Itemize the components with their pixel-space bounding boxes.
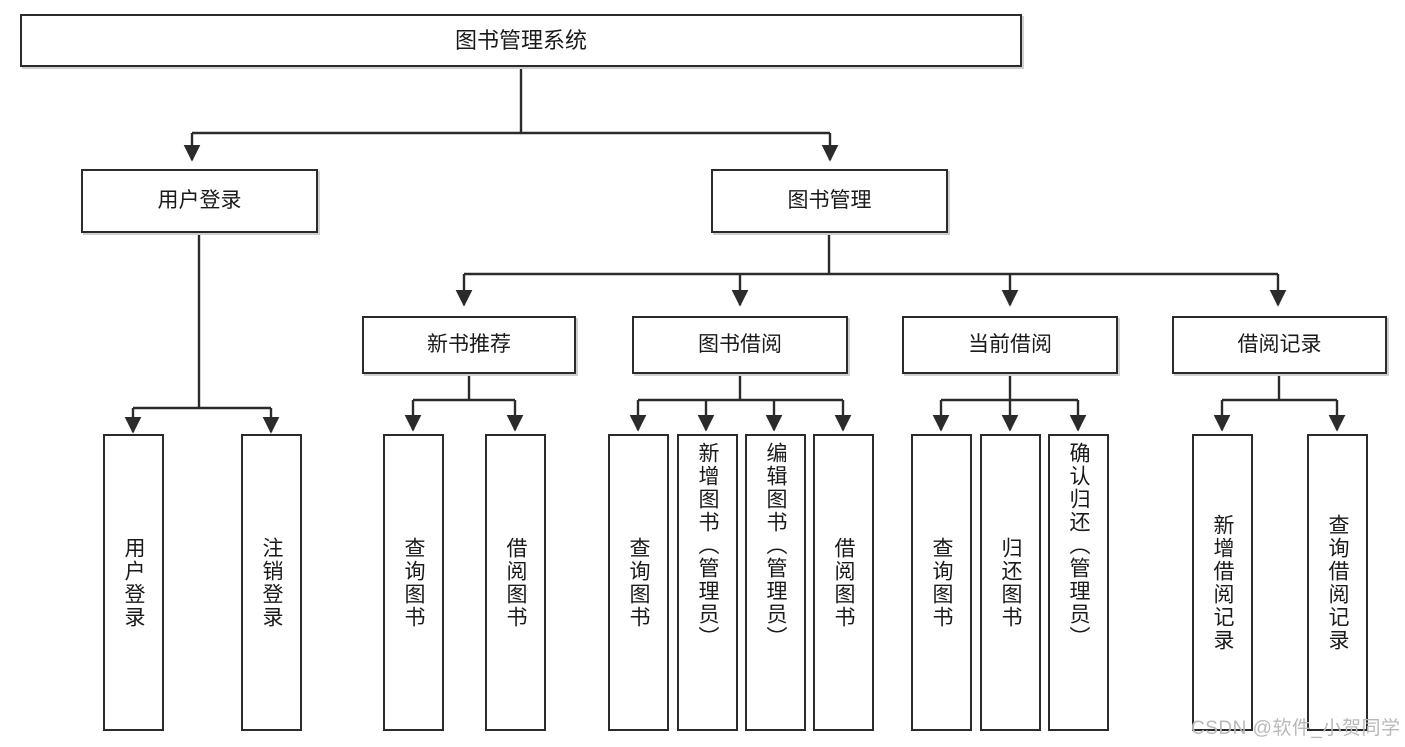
leaf-current-confirm-return-admin[interactable]: 确认归还（管理员）: [1048, 434, 1109, 731]
node-label: 查询图书: [402, 536, 425, 629]
node-label: 新书推荐: [427, 332, 511, 356]
leaf-borrow-add-book-admin[interactable]: 新增图书（管理员）: [677, 434, 738, 731]
node-label: 用户登录: [122, 536, 145, 629]
node-label: 用户登录: [157, 188, 242, 212]
leaf-borrow-edit-book-admin[interactable]: 编辑图书（管理员）: [745, 434, 806, 731]
node-label: 借阅记录: [1237, 332, 1322, 356]
node-root-library-system[interactable]: 图书管理系统: [20, 14, 1022, 67]
node-label: 图书管理系统: [454, 27, 587, 53]
node-label: 当前借阅: [968, 332, 1052, 356]
node-label: 新增图书（管理员）: [696, 442, 719, 649]
node-book-borrow[interactable]: 图书借阅: [632, 316, 848, 374]
leaf-user-login-login[interactable]: 用户登录: [103, 434, 164, 731]
csdn-watermark: CSDN @软件_小贺同学: [1191, 718, 1401, 739]
node-borrow-records[interactable]: 借阅记录: [1172, 316, 1387, 374]
node-label: 归还图书: [999, 536, 1022, 629]
node-label: 图书管理: [787, 188, 872, 212]
node-label: 查询图书: [930, 536, 953, 629]
node-label: 图书借阅: [698, 332, 782, 356]
leaf-new-book-borrow-book[interactable]: 借阅图书: [485, 434, 546, 731]
leaf-records-query-record[interactable]: 查询借阅记录: [1307, 434, 1368, 731]
node-label: 查询借阅记录: [1326, 513, 1349, 652]
node-label: 借阅图书: [504, 536, 527, 629]
leaf-borrow-borrow-book[interactable]: 借阅图书: [813, 434, 874, 731]
node-label: 借阅图书: [832, 536, 855, 629]
node-label: 查询图书: [627, 536, 650, 629]
node-label: 新增借阅记录: [1211, 513, 1234, 652]
leaf-borrow-query-book[interactable]: 查询图书: [608, 434, 669, 731]
node-label: 编辑图书（管理员）: [764, 442, 787, 649]
leaf-current-query-book[interactable]: 查询图书: [911, 434, 972, 731]
node-new-book-recommendation[interactable]: 新书推荐: [362, 316, 576, 374]
leaf-records-add-record[interactable]: 新增借阅记录: [1192, 434, 1253, 731]
node-book-management[interactable]: 图书管理: [711, 169, 948, 233]
node-current-borrow[interactable]: 当前借阅: [902, 316, 1118, 374]
node-user-login[interactable]: 用户登录: [81, 169, 318, 233]
leaf-user-login-logout[interactable]: 注销登录: [241, 434, 302, 731]
node-label: 注销登录: [260, 536, 283, 629]
node-label: 确认归还（管理员）: [1067, 442, 1090, 649]
leaf-current-return-book[interactable]: 归还图书: [980, 434, 1041, 731]
leaf-new-book-query-book[interactable]: 查询图书: [383, 434, 444, 731]
